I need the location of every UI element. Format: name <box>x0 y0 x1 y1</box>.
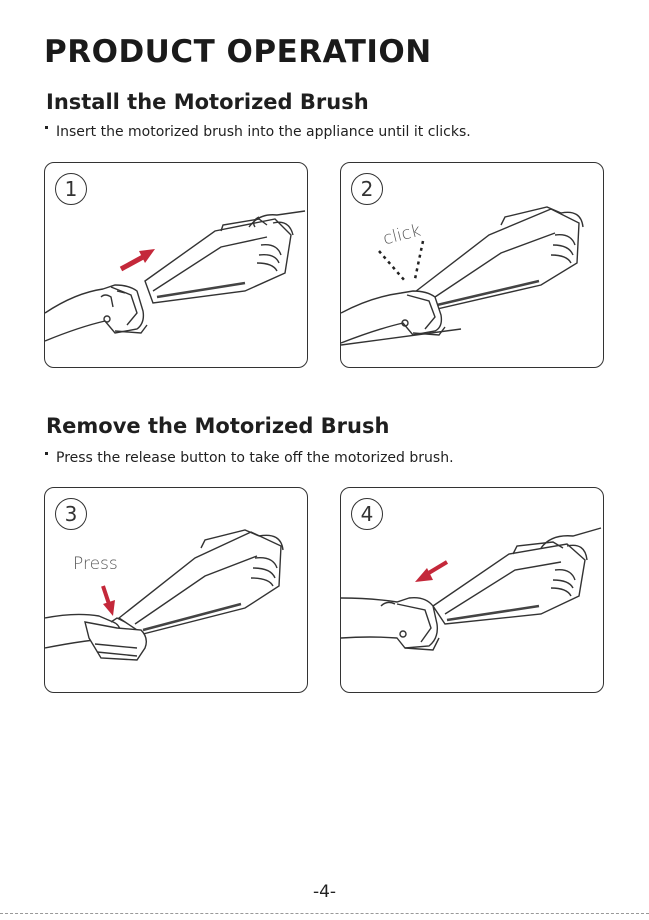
step-number-4: 4 <box>351 498 383 530</box>
page-title: PRODUCT OPERATION <box>44 34 432 70</box>
remove-instruction-text: Press the release button to take off the… <box>56 450 454 466</box>
step-panel-4: 4 <box>340 487 604 693</box>
press-label: Press <box>73 554 118 574</box>
install-heading: Install the Motorized Brush <box>46 90 369 114</box>
page-number: -4- <box>0 882 649 902</box>
install-instruction: Insert the motorized brush into the appl… <box>45 124 471 140</box>
step-panel-2: 2 click <box>340 162 604 368</box>
install-instruction-text: Insert the motorized brush into the appl… <box>56 124 471 140</box>
step-panel-1: 1 <box>44 162 308 368</box>
footer-divider <box>0 913 649 914</box>
step-panel-3: 3 Press <box>44 487 308 693</box>
remove-arrow-icon <box>415 562 447 582</box>
press-arrow-icon <box>103 586 115 616</box>
step-number-1: 1 <box>55 173 87 205</box>
bullet-icon <box>45 452 48 455</box>
insert-arrow-icon <box>121 249 155 269</box>
step-number-3: 3 <box>55 498 87 530</box>
step-number-2: 2 <box>351 173 383 205</box>
bullet-icon <box>45 126 48 129</box>
remove-instruction: Press the release button to take off the… <box>45 450 454 466</box>
remove-heading: Remove the Motorized Brush <box>46 414 389 438</box>
